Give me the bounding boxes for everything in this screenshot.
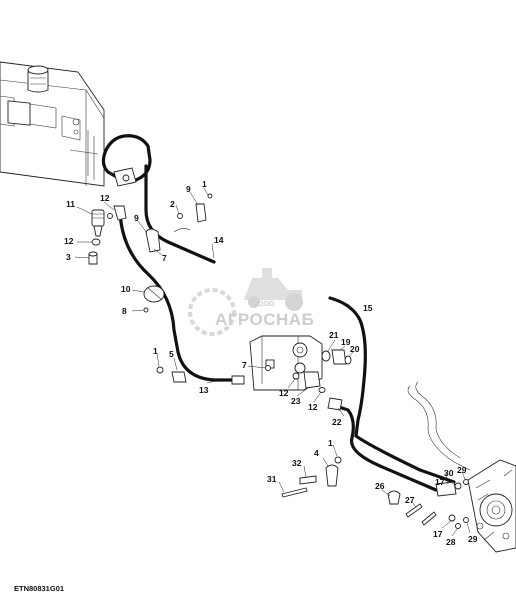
callout-32: 32	[292, 458, 302, 468]
callout-1-lower: 1	[328, 438, 333, 448]
callout-22: 22	[332, 417, 342, 427]
part-31-bolt	[281, 487, 308, 498]
hydraulic-tank	[0, 61, 105, 187]
part-5-clip	[171, 371, 187, 383]
callout-12-upper: 12	[100, 193, 110, 203]
callout-26: 26	[375, 481, 385, 491]
leader-lines	[74, 187, 471, 537]
watermark-company-name: АГРОСНАБ	[215, 310, 314, 329]
callout-labels: 11 12 12 3 1 9 2 9 7 14 10 8 1 5 13 7 12…	[64, 179, 478, 547]
hose-22	[334, 404, 438, 492]
watermark-company-small: ООО	[258, 301, 275, 308]
callout-11: 11	[66, 199, 75, 209]
part-3-plug	[88, 251, 98, 265]
part-4-clamp	[325, 464, 339, 487]
hose-22-end-fitting	[327, 397, 343, 411]
callout-15: 15	[363, 303, 373, 313]
part-27-pin-b	[421, 511, 437, 526]
callout-14: 14	[214, 235, 224, 245]
hose-13-end-fitting	[231, 375, 245, 385]
part-12-o-ring-right	[318, 387, 326, 393]
callout-2: 2	[170, 199, 175, 209]
callout-12-right: 12	[308, 402, 318, 412]
part-17-o-ring-upper	[454, 482, 462, 490]
valve-block	[249, 335, 323, 391]
callout-9-upper: 9	[186, 184, 191, 194]
upper-loop-hose	[101, 134, 152, 184]
part-12-elbow-upper	[107, 205, 127, 221]
part-1-nut-lower	[334, 456, 342, 464]
part-26-clip	[387, 490, 401, 505]
callout-8: 8	[122, 306, 127, 316]
callout-29-lower: 29	[468, 534, 478, 544]
callout-13: 13	[199, 385, 209, 395]
callout-4: 4	[314, 448, 319, 458]
callout-30: 30	[444, 468, 454, 478]
part-9-clamp-lower	[145, 228, 161, 253]
part-1-nut-left	[156, 366, 164, 374]
clip-arrow	[173, 228, 191, 233]
part-20-ring	[344, 355, 352, 365]
callout-1-upper: 1	[202, 179, 207, 189]
callout-7-upper: 7	[162, 253, 167, 263]
hose-13	[118, 210, 240, 382]
callout-10: 10	[121, 284, 131, 294]
reference-code: ETN80831G01	[14, 584, 64, 593]
hose-end-fitting-upper	[113, 167, 137, 187]
part-23-elbow	[303, 371, 321, 389]
callout-28: 28	[446, 537, 456, 547]
callout-19: 19	[341, 337, 351, 347]
callout-17-lower: 17	[433, 529, 443, 539]
part-27-pin-a	[405, 503, 423, 518]
callout-3: 3	[66, 252, 71, 262]
part-2-screw	[177, 213, 183, 219]
part-17-o-ring-lower	[448, 514, 456, 522]
part-12-o-ring-centre	[292, 372, 300, 380]
callout-20: 20	[350, 344, 360, 354]
callout-17-upper: 17	[435, 477, 445, 487]
part-21-ring	[321, 350, 331, 362]
part-12-o-ring-left	[91, 238, 101, 246]
part-9-clamp-upper	[195, 203, 207, 223]
part-1-bolt-upper	[207, 193, 213, 199]
callout-27: 27	[405, 495, 415, 505]
callout-31: 31	[267, 474, 277, 484]
transmission-housing	[407, 381, 516, 553]
callout-23: 23	[291, 396, 301, 406]
part-11-switch	[91, 209, 105, 237]
callout-12-left: 12	[64, 236, 74, 246]
part-7-bolt	[265, 365, 271, 371]
callout-12-centre: 12	[279, 388, 289, 398]
part-32-spacer	[299, 475, 317, 485]
part-19-adapter	[331, 349, 347, 365]
part-28-plug	[455, 523, 461, 529]
callout-7-lower: 7	[242, 360, 247, 370]
callout-21: 21	[329, 330, 339, 340]
part-29-o-ring-lower	[463, 517, 469, 523]
part-8-bolt	[143, 307, 149, 313]
callout-5: 5	[169, 349, 174, 359]
part-10-bracket	[143, 285, 165, 303]
watermark-logo: ООО АГРОСНАБ	[188, 268, 314, 336]
hose-15	[328, 296, 456, 484]
callout-9-lower: 9	[134, 213, 139, 223]
callout-29-upper: 29	[457, 465, 467, 475]
callout-1-left: 1	[153, 346, 158, 356]
